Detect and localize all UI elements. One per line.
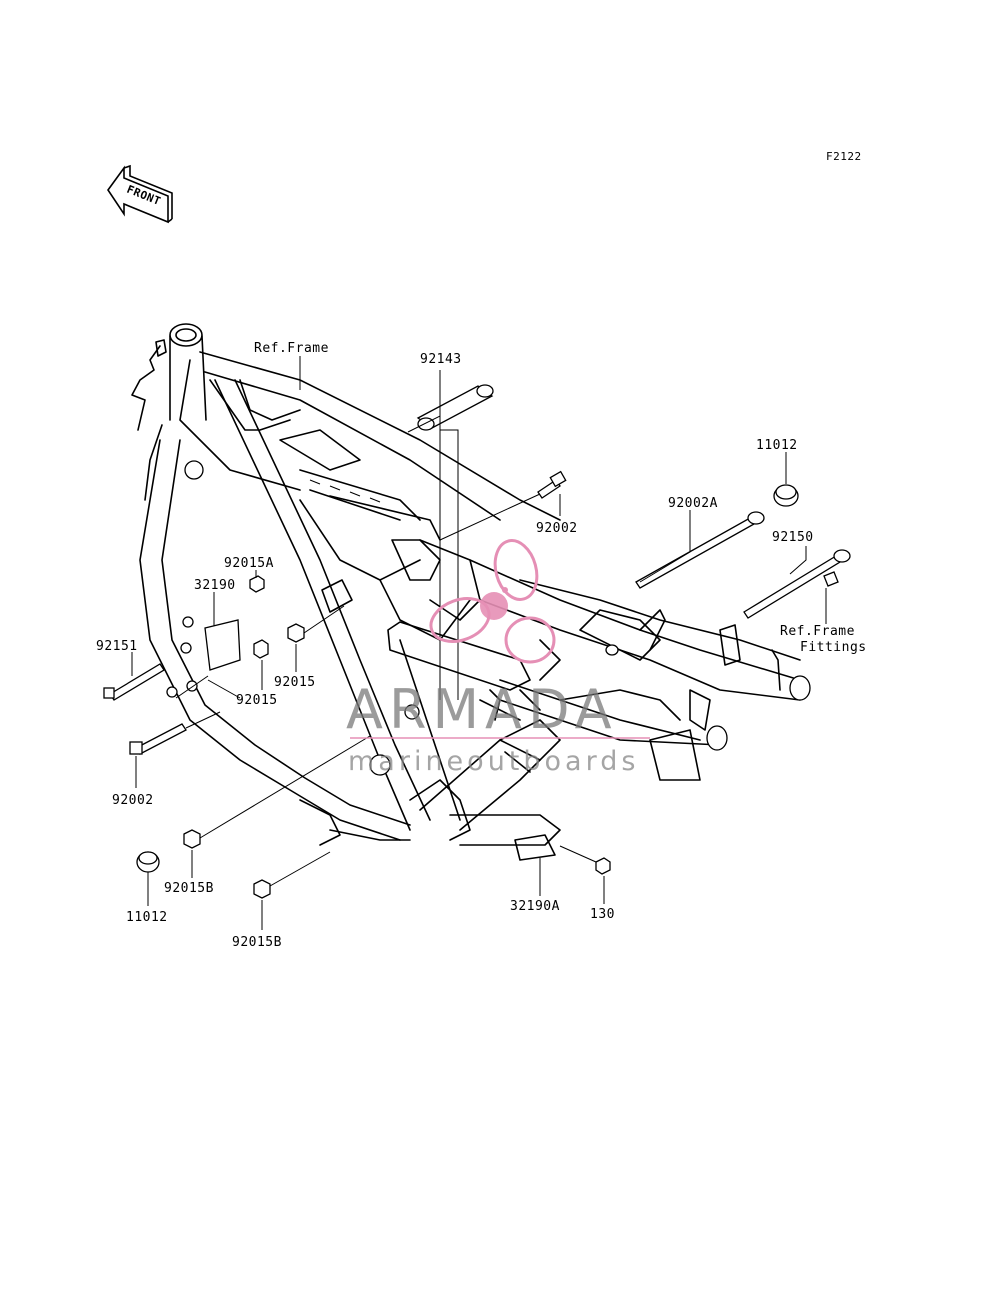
label-92150: 92150 (772, 530, 814, 545)
watermark-brand: ARMADA (346, 678, 618, 741)
propeller-logo-icon (429, 539, 556, 664)
label-92143: 92143 (420, 352, 462, 367)
nut-92015B-a (183, 829, 201, 849)
motorcycle-frame-drawing (131, 323, 811, 861)
label-92151: 92151 (96, 639, 138, 654)
spacer-92143 (407, 384, 494, 700)
nut-92015-a (253, 639, 269, 659)
bolt-92151 (103, 663, 165, 701)
label-92015-a: 92015 (236, 693, 278, 708)
armada-watermark: ARMADA marineoutboards (346, 539, 650, 777)
bolt-92002-left (129, 723, 187, 755)
label-92002-top: 92002 (536, 521, 578, 536)
bolt-92150 (743, 549, 851, 619)
watermark-tagline: marineoutboards (348, 746, 639, 777)
label-ref-frame-fittings-2: Fittings (800, 640, 867, 655)
label-92015B-a: 92015B (164, 881, 214, 896)
cap-11012-bottom (136, 851, 160, 873)
label-11012-bottom: 11012 (126, 910, 168, 925)
label-92015-b: 92015 (274, 675, 316, 690)
label-92002A: 92002A (668, 496, 718, 511)
leader-lines (131, 356, 827, 930)
cap-11012-top (773, 484, 799, 507)
label-ref-frame: Ref.Frame (254, 341, 329, 356)
label-32190A: 32190A (510, 899, 560, 914)
label-92015B-b: 92015B (232, 935, 282, 950)
label-130: 130 (590, 907, 615, 922)
label-92002-left: 92002 (112, 793, 154, 808)
nut-92015-b (287, 623, 305, 643)
label-ref-frame-fittings-1: Ref.Frame (780, 624, 855, 639)
bolt-92002A (635, 511, 765, 589)
label-92015A: 92015A (224, 556, 274, 571)
diagram-code: F2122 (826, 150, 862, 163)
nut-92015A (249, 575, 265, 593)
bolt-92002-top (537, 470, 567, 499)
nut-92015B-b (253, 879, 271, 899)
label-32190: 32190 (194, 578, 236, 593)
part-labels: Ref.Frame 92143 11012 92002 92002A 92150… (96, 341, 867, 950)
label-11012-top: 11012 (756, 438, 798, 453)
bolt-130 (595, 857, 611, 875)
front-arrow-icon: FRONT (107, 164, 173, 224)
